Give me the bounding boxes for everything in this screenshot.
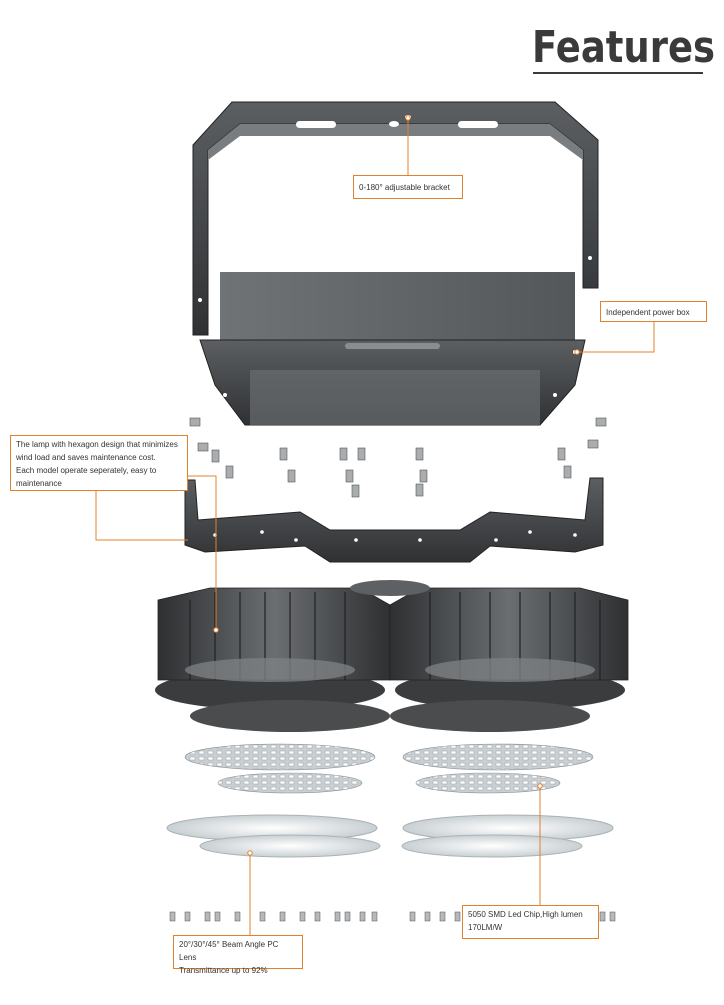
title-underline — [533, 72, 703, 74]
callout-hexagon-line-4: maintenance — [16, 479, 62, 488]
callout-led-chip: 5050 SMD Led Chip,High lumen 170LM/W — [462, 905, 599, 939]
callout-adjustable-bracket: 0-180° adjustable bracket — [353, 175, 463, 199]
callout-lens-line-2: Transmittance up to 92% — [179, 966, 268, 975]
callout-lens-line-1: 20°/30°/45° Beam Angle PC Lens — [179, 940, 279, 962]
lens-screws — [169, 911, 616, 922]
heat-sink-modules — [155, 580, 629, 732]
callout-power-box: Independent power box — [600, 301, 707, 322]
callout-power-box-text: Independent power box — [606, 308, 690, 317]
callout-pc-lens: 20°/30°/45° Beam Angle PC Lens Transmitt… — [173, 935, 303, 975]
u-bracket — [192, 101, 599, 336]
leader-lines — [95, 118, 655, 935]
led-boards — [184, 743, 594, 794]
power-box — [199, 272, 586, 426]
callout-hexagon-line-1: The lamp with hexagon design that minimi… — [16, 440, 178, 449]
callout-hexagon-line-3: Each model operate seperately, easy to — [16, 466, 157, 475]
mounting-plate — [184, 477, 604, 563]
callout-bracket-text: 0-180° adjustable bracket — [359, 183, 450, 192]
pc-lenses — [166, 814, 614, 858]
callout-hexagon-design: The lamp with hexagon design that minimi… — [10, 435, 188, 491]
mounting-screws — [189, 417, 607, 498]
callout-hexagon-line-2: wind load and saves maintenance cost. — [16, 453, 156, 462]
page-title: Features — [532, 22, 716, 73]
leader-dots — [213, 115, 580, 856]
callout-chip-line-1: 5050 SMD Led Chip,High lumen — [468, 910, 583, 919]
callout-chip-line-2: 170LM/W — [468, 923, 503, 932]
